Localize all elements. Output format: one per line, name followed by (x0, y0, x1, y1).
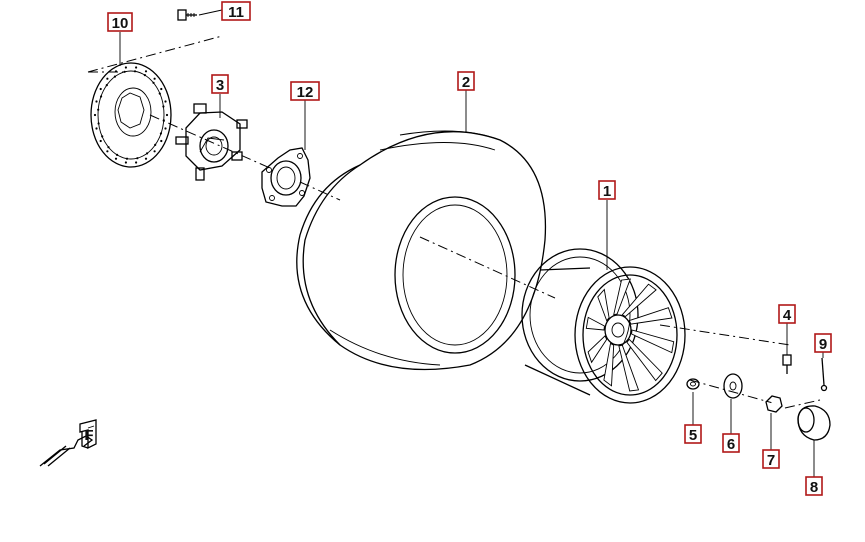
disc-hole (124, 161, 127, 164)
rim-spoke (631, 329, 675, 354)
valve-stem (782, 354, 792, 374)
svg-text:9: 9 (819, 336, 827, 353)
callout-12: 12 (290, 81, 320, 101)
spacer-plate (261, 147, 311, 207)
disc-hole (114, 157, 118, 160)
disc-hole (97, 108, 100, 111)
disc-hole (114, 70, 118, 73)
disc-hole (106, 77, 109, 80)
callout-7: 7 (762, 449, 780, 469)
svg-text:10: 10 (112, 15, 129, 32)
small-nut (686, 378, 700, 390)
callout-8: 8 (805, 476, 823, 496)
svg-text:4: 4 (783, 307, 792, 324)
disc-hole (164, 100, 167, 103)
rim-spoke (597, 288, 610, 322)
disc-hole (146, 152, 149, 155)
callout-9: 9 (814, 333, 832, 353)
callout-11: 11 (221, 1, 251, 21)
disc-hole (97, 122, 100, 125)
disc-hole (152, 81, 155, 84)
callout-2: 2 (457, 71, 475, 91)
disc-hole (162, 105, 165, 108)
disc-hole (160, 87, 163, 91)
disc-hole (116, 153, 119, 156)
svg-text:11: 11 (228, 4, 244, 21)
disc-hole (99, 139, 102, 143)
rim-spoke (628, 307, 673, 325)
wheel-hub (175, 103, 248, 181)
disc-hole (143, 74, 146, 77)
rim-spoke (585, 316, 605, 331)
disc-hole (135, 66, 138, 69)
disc-hole (105, 84, 108, 87)
leader-lines (119, 9, 824, 477)
disc-hole (164, 127, 167, 130)
svg-text:1: 1 (603, 183, 611, 200)
rim-spoke (618, 344, 640, 392)
washer (723, 373, 743, 399)
axle-nut (765, 395, 783, 413)
callout-10: 10 (107, 12, 133, 32)
disc-hole (100, 95, 103, 98)
callout-4: 4 (778, 304, 796, 324)
assembly-axis-lines (87, 35, 821, 409)
disc-hole (158, 92, 161, 95)
rim-spoke (587, 335, 608, 364)
callout-6: 6 (722, 433, 740, 453)
disc-hole (135, 161, 138, 164)
disc-hole (144, 157, 148, 160)
svg-text:7: 7 (767, 452, 775, 469)
callout-1: 1 (598, 180, 616, 200)
disc-hole (93, 113, 97, 117)
disc-hole (123, 70, 126, 73)
disc-hole (133, 70, 137, 73)
callout-3: 3 (211, 74, 229, 94)
disc-hole (125, 157, 129, 160)
svg-text:3: 3 (216, 77, 224, 94)
rim-spoke (613, 278, 631, 316)
rim-spoke (603, 342, 615, 387)
svg-text:12: 12 (297, 84, 314, 101)
callout-5: 5 (684, 424, 702, 444)
svg-text:2: 2 (462, 74, 470, 91)
wheel-rim (521, 248, 686, 404)
svg-text:8: 8 (810, 479, 818, 496)
disc-hole (107, 146, 110, 149)
disc-hole (153, 150, 156, 153)
rim-spoke (621, 283, 657, 318)
cotter-pin (820, 357, 828, 392)
rim-spoke (626, 338, 663, 382)
disc-hole (144, 70, 148, 73)
svg-text:F: F (84, 427, 93, 444)
disc-hole (99, 87, 102, 91)
disc-hole (162, 119, 165, 122)
hub-cap (797, 405, 831, 441)
disc-hole (154, 143, 157, 146)
svg-text:5: 5 (689, 427, 697, 444)
disc-hole (153, 77, 156, 80)
disc-hole (95, 100, 98, 103)
disc-hole (159, 132, 162, 135)
disc-hole (106, 150, 109, 153)
disc-hole (160, 139, 163, 143)
callout-labels: 10 11 3 12 2 1 4 9 (107, 1, 832, 496)
disc-hole (101, 135, 104, 138)
tire (296, 130, 547, 371)
disc-hole (95, 127, 98, 130)
disc-bolt (177, 9, 197, 21)
disc-hole (113, 75, 116, 78)
svg-text:6: 6 (727, 436, 735, 453)
brake-disc (90, 62, 172, 168)
disc-hole (165, 113, 169, 117)
disc-hole (124, 66, 127, 69)
front-direction-arrow-icon: F (39, 419, 97, 467)
disc-hole (136, 157, 139, 160)
